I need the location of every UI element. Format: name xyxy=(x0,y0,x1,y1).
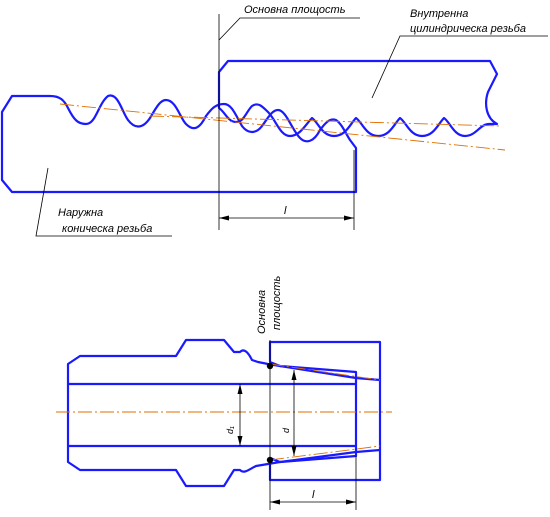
arrow-d1-bottom xyxy=(237,436,243,446)
external-thread-part xyxy=(0,94,358,194)
fitting-bottom-section xyxy=(66,444,358,488)
internal-thread-label-2: цилиндрическа резьба xyxy=(410,23,526,35)
coupling-bottom-section xyxy=(268,448,382,482)
fitting-top-section xyxy=(66,338,358,386)
dimension-l-label-bottom: l xyxy=(312,489,315,501)
external-thread-leader xyxy=(35,167,172,237)
external-thread-label-1: Наружна xyxy=(58,207,103,219)
gauge-point-top xyxy=(266,362,274,370)
basic-plane-label-bottom-1: Основна xyxy=(256,290,268,334)
arrow-d-top xyxy=(291,370,297,380)
internal-thread-label-1: Внутренна xyxy=(410,8,468,20)
cone-axis-line xyxy=(59,103,506,151)
cone-axis-bottom xyxy=(269,445,381,461)
arrow-l-left xyxy=(270,499,280,505)
arrow-left xyxy=(219,215,229,221)
cone-axis-top xyxy=(269,363,381,381)
top-figure: l Основна площость Внутренна цилиндричес… xyxy=(0,4,548,237)
arrow-d1-top xyxy=(237,384,243,394)
arrow-right xyxy=(344,215,354,221)
dimension-d-label: d xyxy=(281,427,291,433)
internal-thread-part xyxy=(217,59,499,138)
coupling-top-section xyxy=(268,340,382,382)
dimension-d1-label: d₁ xyxy=(225,426,235,434)
arrow-d-bottom xyxy=(291,446,297,456)
arrow-l-right xyxy=(346,499,356,505)
basic-plane-label: Основна площость xyxy=(244,4,346,16)
bottom-figure: d₁ d l Основна площость xyxy=(56,275,392,510)
basic-plane-label-bottom-2: площость xyxy=(271,275,283,330)
thread-axis-line xyxy=(149,115,501,127)
external-thread-label-2: коническа резьба xyxy=(62,223,152,235)
gauge-point-bottom xyxy=(266,456,274,464)
internal-thread-leader xyxy=(371,35,548,99)
basic-plane-leader xyxy=(218,17,360,41)
dimension-l-label: l xyxy=(284,205,287,217)
